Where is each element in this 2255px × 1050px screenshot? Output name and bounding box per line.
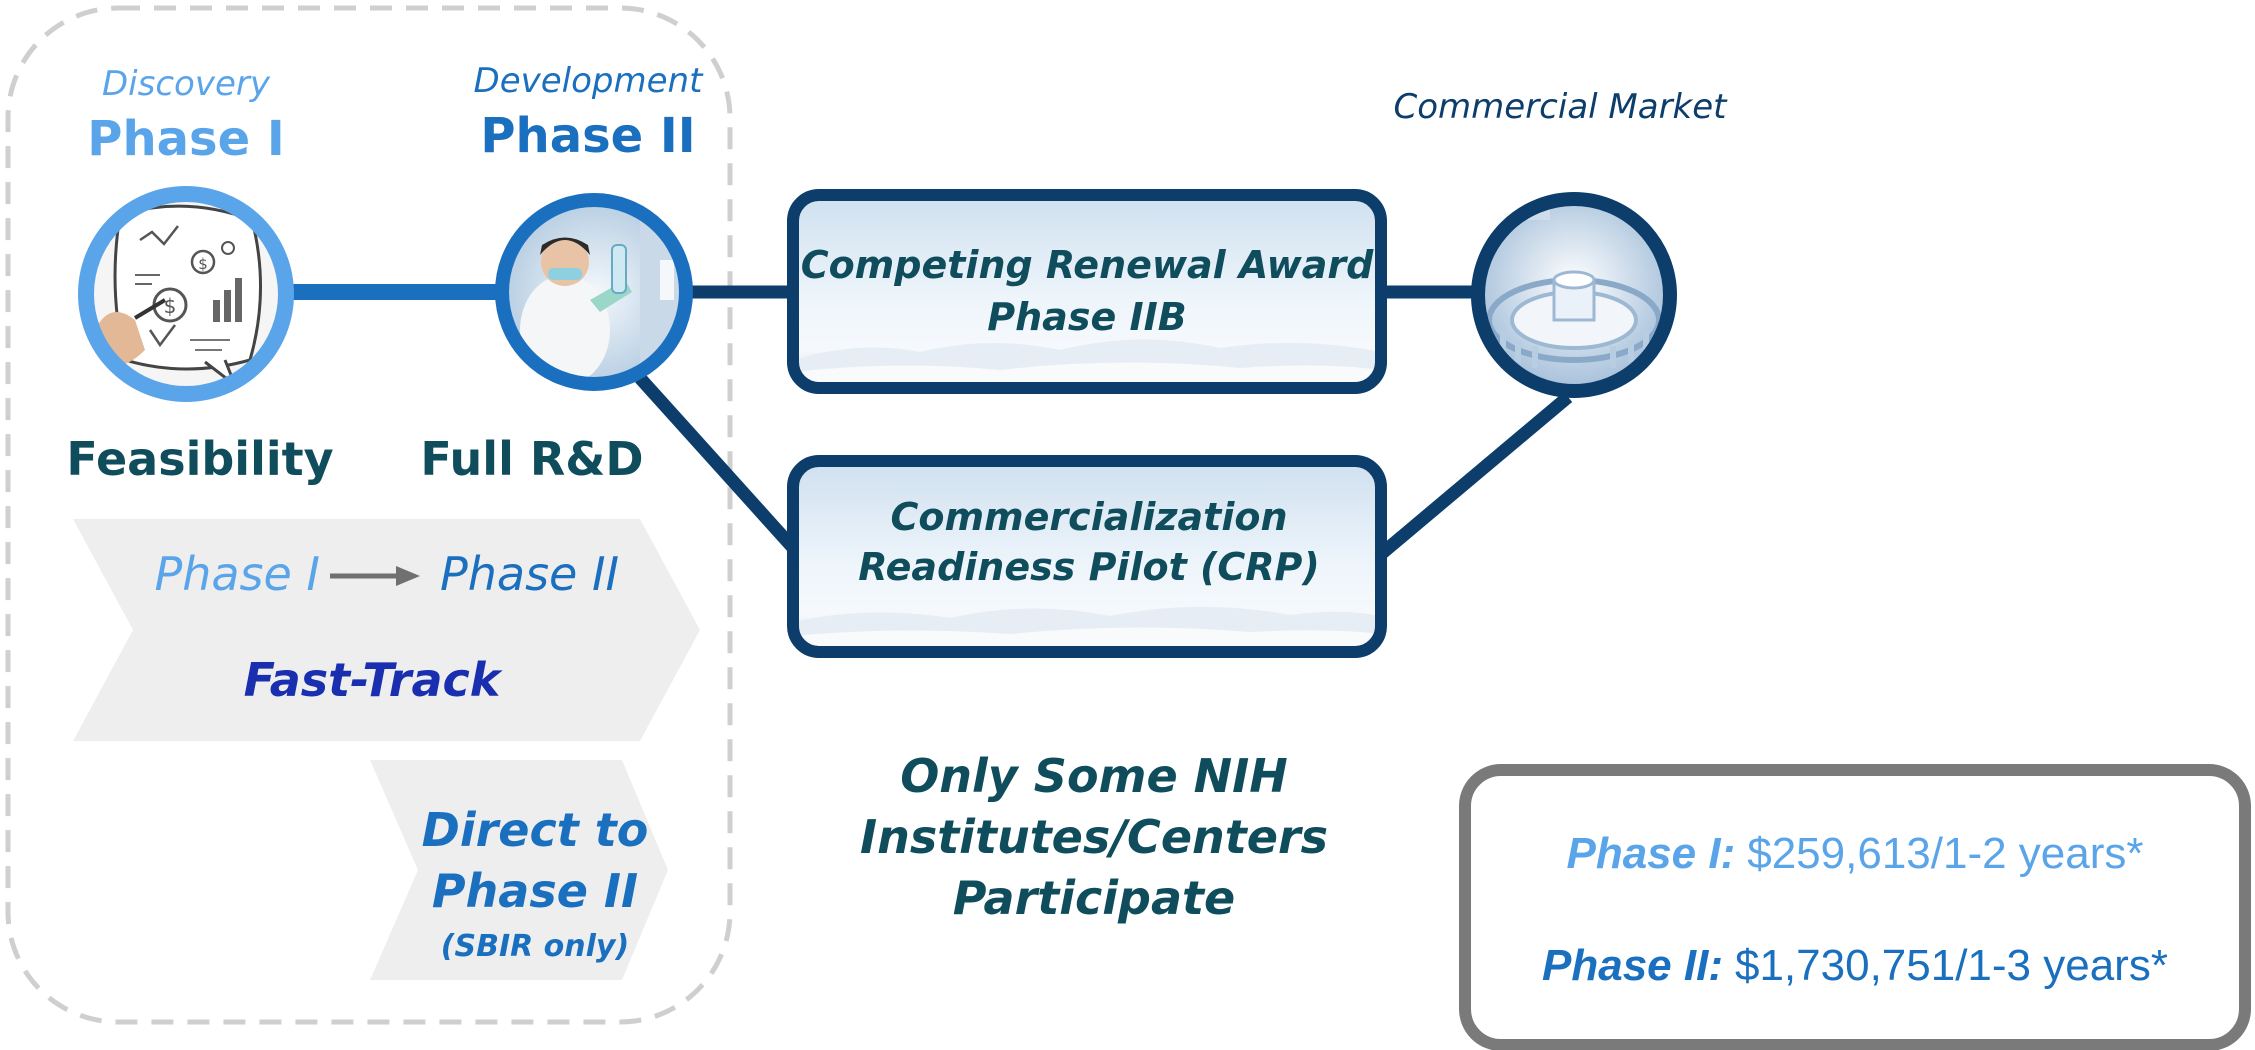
phase2-label-top: Development bbox=[474, 61, 705, 101]
phase1-label-top: Discovery bbox=[102, 64, 271, 104]
fast-track-label: Fast-Track bbox=[244, 653, 503, 707]
award-amounts-box: Phase I:$259,613/1-2 years* Phase II:$1,… bbox=[1459, 764, 2251, 1050]
phase1-amount-line: Phase I:$259,613/1-2 years* bbox=[1566, 829, 2143, 878]
renewal-line2: Phase IIB bbox=[987, 295, 1186, 339]
fast-track-to: Phase II bbox=[440, 547, 619, 601]
phase2-circle bbox=[495, 193, 693, 391]
crp-line1: Commercialization bbox=[890, 495, 1287, 539]
direct-to-phase2-chevron: Direct to Phase II (SBIR only) bbox=[370, 760, 668, 980]
phase-group-border bbox=[5, 5, 733, 1025]
competing-renewal-box: Competing Renewal Award Phase IIB bbox=[787, 189, 1387, 394]
crp-box: Commercialization Readiness Pilot (CRP) bbox=[787, 455, 1387, 658]
svg-text:$: $ bbox=[198, 255, 208, 273]
connector-lines bbox=[290, 284, 1573, 560]
phase1-circle: $ $ bbox=[78, 186, 294, 402]
crp-line2: Readiness Pilot (CRP) bbox=[858, 545, 1319, 589]
direct-line1: Direct to bbox=[422, 803, 649, 857]
phase2-amount-label: Phase II: bbox=[1542, 941, 1723, 990]
note-line3: Participate bbox=[953, 871, 1235, 925]
fast-track-chevron: Phase I Phase II Fast-Track bbox=[73, 519, 700, 741]
direct-line2: Phase II bbox=[432, 864, 638, 918]
right-arrow-icon bbox=[330, 566, 420, 586]
commercial-market-circle bbox=[1471, 192, 1677, 398]
phase2-caption: Full R&D bbox=[420, 432, 643, 486]
direct-line3: (SBIR only) bbox=[441, 929, 629, 964]
fast-track-from: Phase I bbox=[154, 547, 320, 601]
phase1-amount-value: $259,613/1-2 years* bbox=[1747, 829, 2143, 878]
phase2-amount-value: $1,730,751/1-3 years* bbox=[1735, 941, 2168, 990]
phase1-amount-label: Phase I: bbox=[1566, 829, 1735, 878]
phase1-title: Phase I bbox=[87, 111, 284, 167]
commercial-market-label: Commercial Market bbox=[1394, 87, 1729, 127]
phase2-amount-line: Phase II:$1,730,751/1-3 years* bbox=[1542, 941, 2168, 990]
phase1-caption: Feasibility bbox=[66, 432, 333, 486]
renewal-line1: Competing Renewal Award bbox=[801, 243, 1374, 287]
phase2-title: Phase II bbox=[480, 108, 695, 164]
note-line2: Institutes/Centers bbox=[860, 810, 1328, 864]
svg-text:$: $ bbox=[164, 294, 177, 318]
note-line1: Only Some NIH bbox=[900, 749, 1288, 803]
